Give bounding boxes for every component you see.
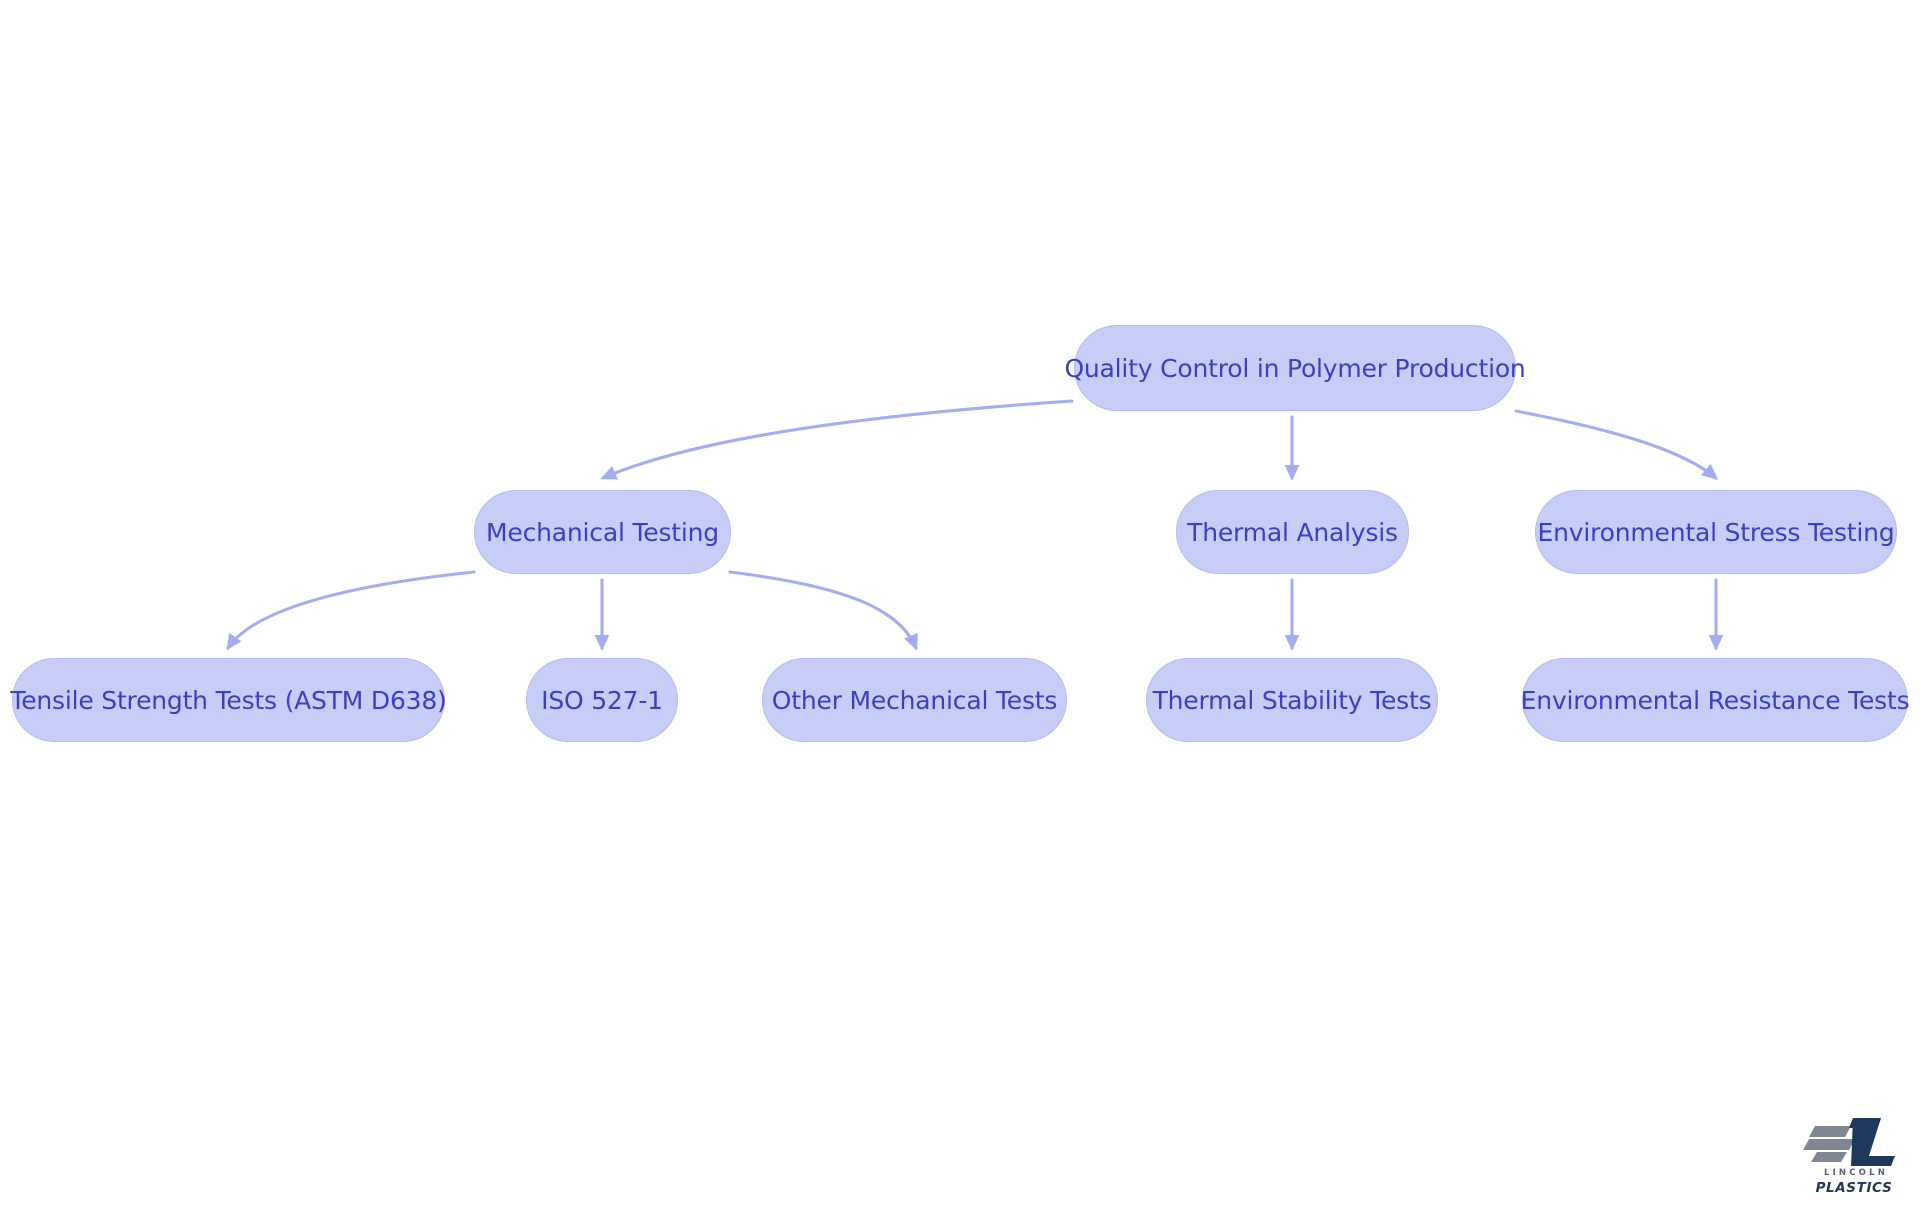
node-quality-control-in-polymer-production[interactable]: Quality Control in Polymer Production (1064, 325, 1526, 411)
node-iso-527-1[interactable]: ISO 527-1 (526, 658, 678, 742)
node-thermal-stability-tests[interactable]: Thermal Stability Tests (1146, 658, 1438, 742)
node-label: Tensile Strength Tests (ASTM D638) (10, 685, 447, 715)
node-other-mechanical-tests[interactable]: Other Mechanical Tests (762, 658, 1067, 742)
node-label: ISO 527-1 (541, 685, 663, 715)
node-label: Environmental Stress Testing (1537, 517, 1895, 547)
node-label: Thermal Stability Tests (1152, 685, 1432, 715)
logo-text-plastics: PLASTICS (1815, 1180, 1893, 1196)
node-tensile-strength-tests[interactable]: Tensile Strength Tests (ASTM D638) (10, 658, 447, 742)
edge-mechanical-to-othermech (728, 570, 918, 651)
node-label: Mechanical Testing (486, 517, 719, 547)
logo-text-lincoln: LINCOLN (1823, 1168, 1889, 1178)
node-environmental-resistance-tests[interactable]: Environmental Resistance Tests (1521, 658, 1910, 742)
logo-mark-icon (1803, 1118, 1895, 1166)
node-thermal-analysis[interactable]: Thermal Analysis (1176, 490, 1409, 574)
node-label: Other Mechanical Tests (771, 685, 1058, 715)
edge-root-to-mechanical (600, 399, 1074, 480)
node-label: Thermal Analysis (1187, 517, 1398, 547)
lincoln-plastics-logo: LINCOLN PLASTICS (1795, 1112, 1913, 1204)
node-environmental-stress-testing[interactable]: Environmental Stress Testing (1535, 490, 1897, 574)
node-label: Environmental Resistance Tests (1520, 685, 1910, 715)
node-label: Quality Control in Polymer Production (1064, 353, 1526, 383)
node-mechanical-testing[interactable]: Mechanical Testing (474, 490, 731, 574)
edge-root-to-envstress (1514, 409, 1719, 480)
edge-mechanical-to-tensile (226, 570, 476, 651)
